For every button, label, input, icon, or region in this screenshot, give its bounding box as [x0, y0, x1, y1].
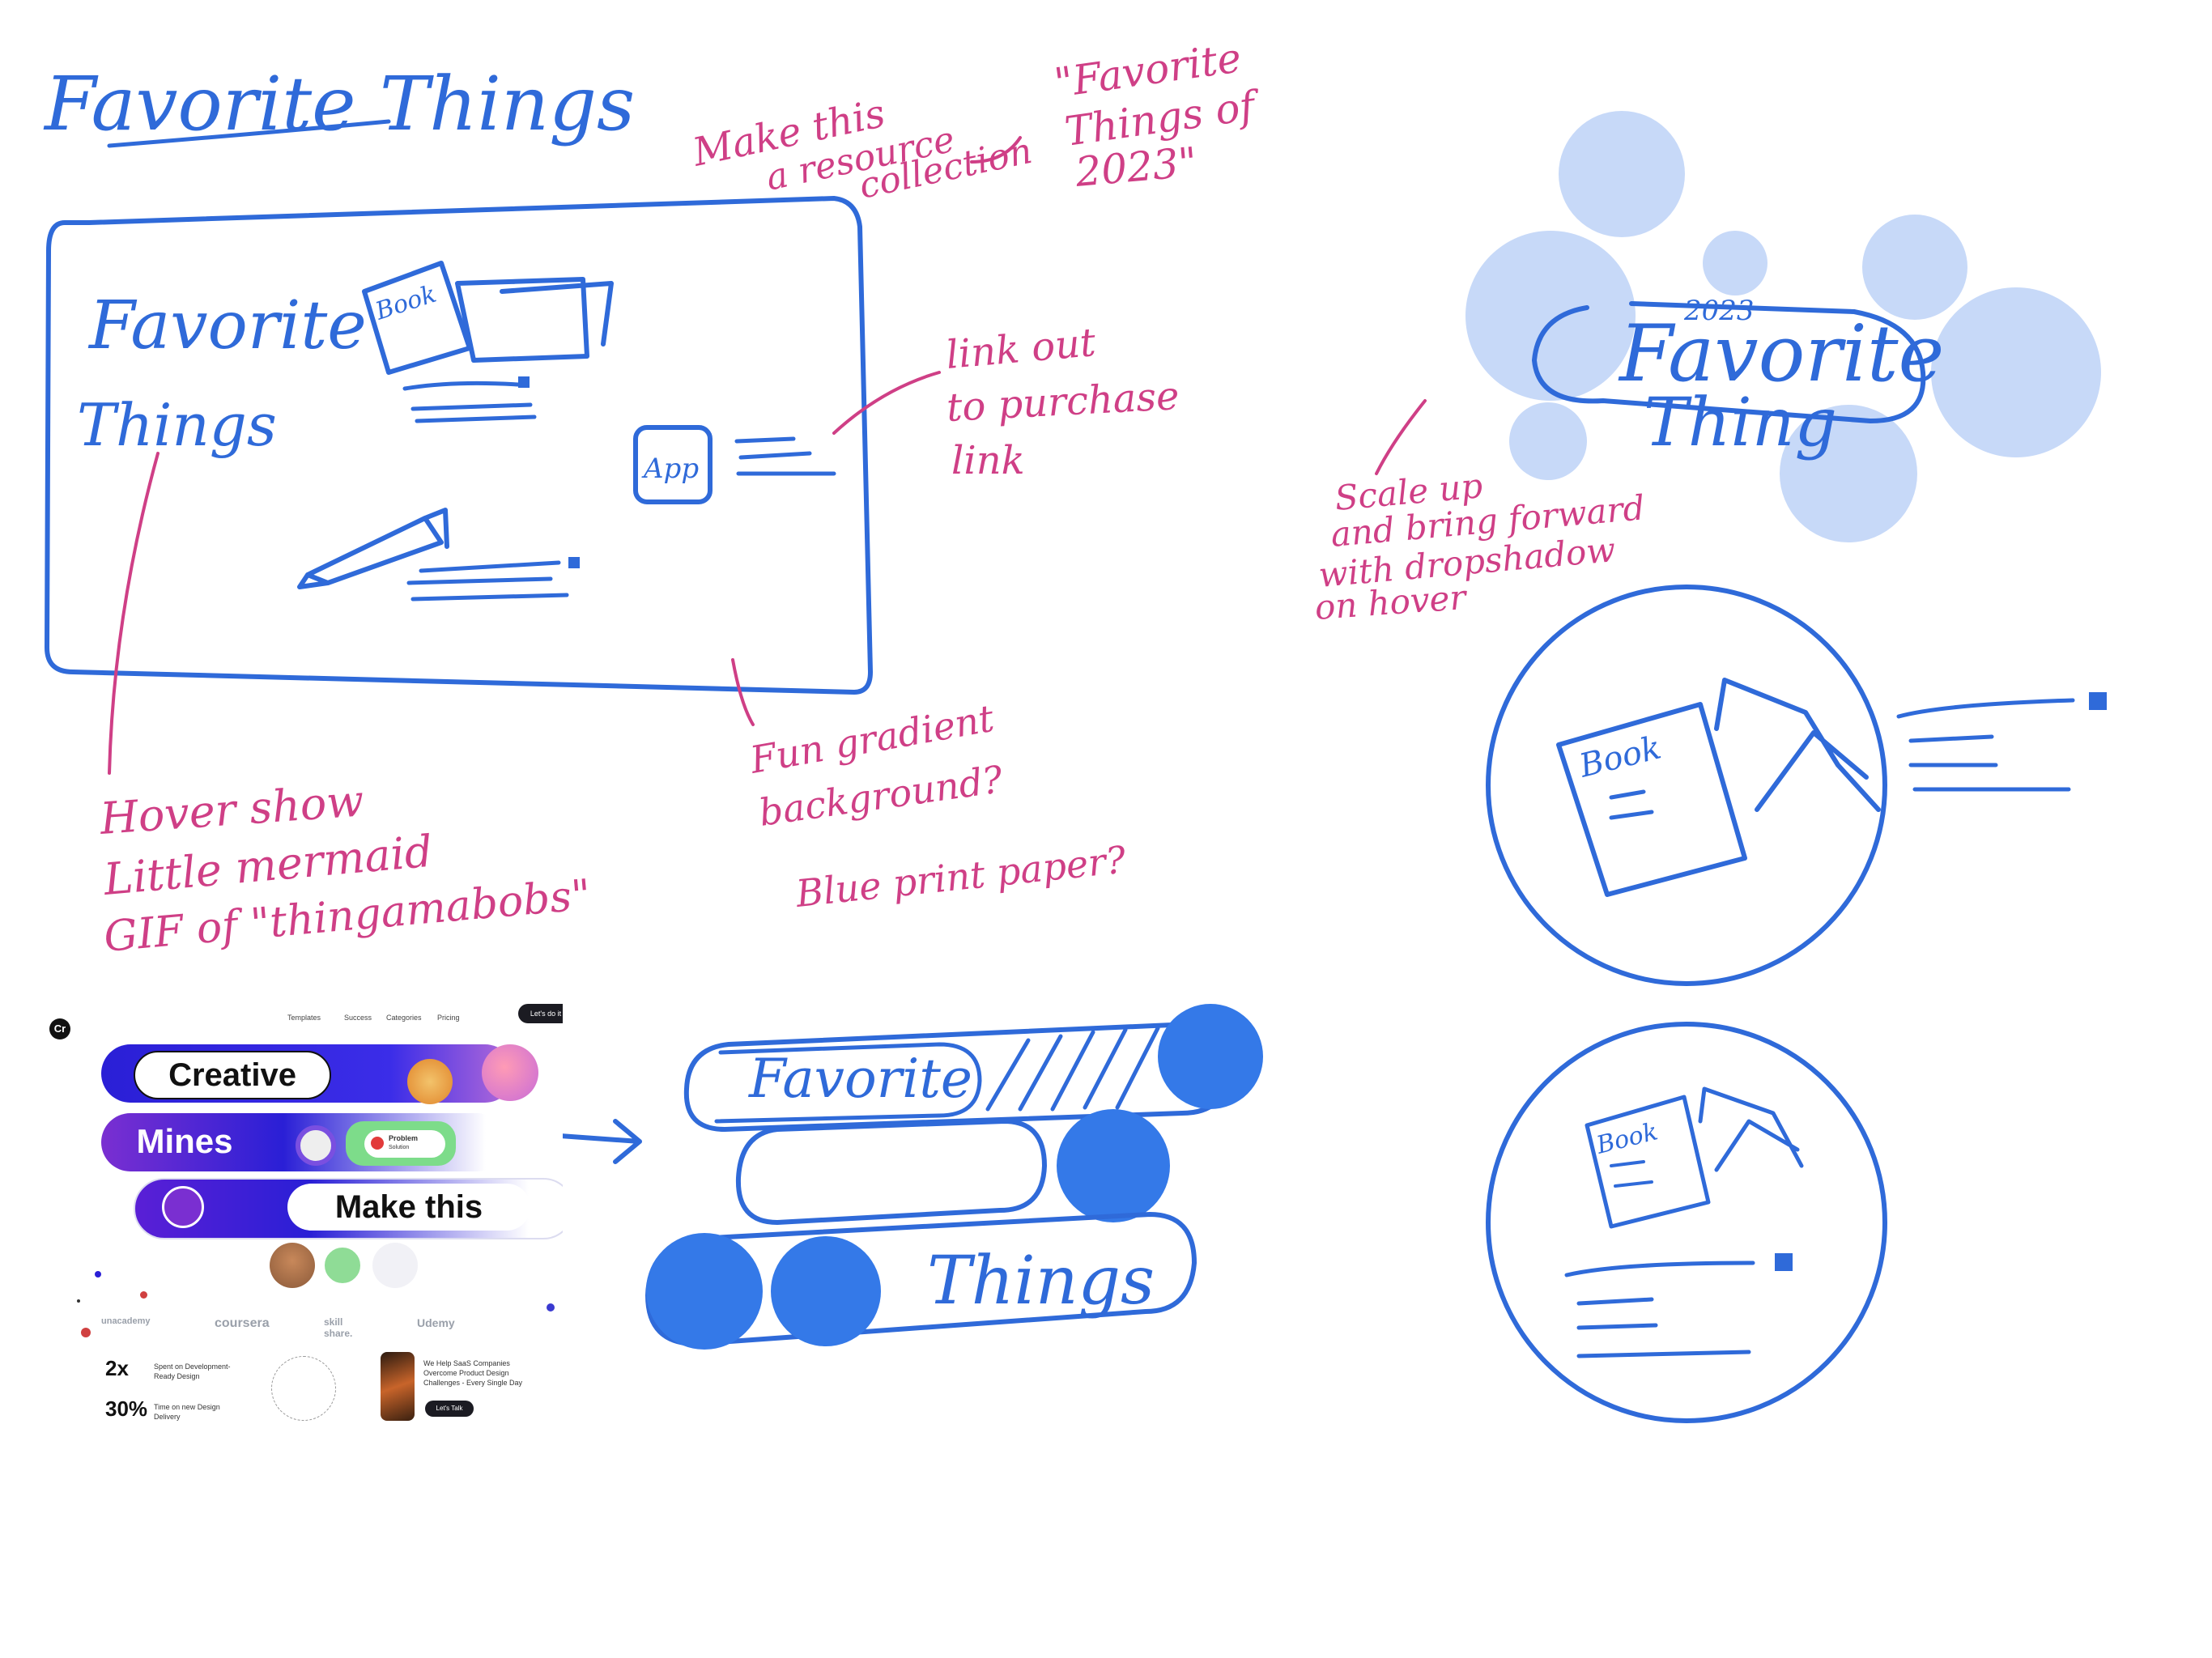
- sketch-title-line2: Things: [77, 391, 277, 459]
- hero-avatar: [270, 1243, 315, 1288]
- book-sketch-text-lines: [402, 380, 537, 423]
- pen-sketch-text-lines: [406, 560, 569, 602]
- pill-row-1-hatch: [985, 1026, 1160, 1112]
- deco-dot-5: [547, 1303, 555, 1312]
- pitch-phone-image: [381, 1352, 415, 1421]
- board-title: Favorite Things: [43, 61, 635, 147]
- pill-row-2: [735, 1119, 1047, 1225]
- circle-card-1: [1486, 585, 1887, 986]
- circle-card-1-text-lines: [1609, 789, 1654, 820]
- note-quote-line3: 2023": [1073, 138, 1199, 196]
- bubble-year: 2023: [1683, 295, 1755, 327]
- circle-card-2-book-label: Book: [1593, 1117, 1661, 1160]
- hero-tool-icon: [407, 1059, 453, 1104]
- hero-arrow-disc: [372, 1243, 418, 1288]
- note-resource-connector: [970, 136, 1022, 164]
- circle-card-2-text-lines-right: [1564, 1261, 1755, 1358]
- sketch-frame: [45, 196, 873, 695]
- pill-row-3-dot-b: [771, 1236, 881, 1346]
- app-sketch-text-lines: [734, 436, 836, 476]
- app-sketch-label: App: [641, 453, 699, 485]
- brand-unacademy: unacademy: [101, 1316, 151, 1326]
- hero-wheel-icon: [162, 1186, 204, 1228]
- hero-gradient-orb: [482, 1044, 538, 1101]
- stat-2x-text: Spent on Development-Ready Design: [154, 1363, 231, 1380]
- deco-dot-2: [77, 1299, 80, 1303]
- note-gradient-connector: [731, 658, 755, 726]
- bubble-cluster: [1465, 111, 2101, 542]
- brand-coursera: coursera: [215, 1316, 270, 1330]
- stat-2x: 2x: [105, 1356, 129, 1380]
- nav-success[interactable]: Success: [344, 1014, 372, 1022]
- pill-word-favorite: Favorite: [748, 1048, 972, 1110]
- nav-pricing[interactable]: Pricing: [437, 1014, 460, 1022]
- note-scale-connector: [1375, 399, 1427, 475]
- pill-row-1-inner: [714, 1042, 982, 1124]
- note-hover-connector: [108, 452, 160, 775]
- pill-row-2-dot: [1057, 1109, 1170, 1222]
- nav-categories[interactable]: Categories: [386, 1014, 422, 1022]
- circle-card-2-book-icon: [1585, 1095, 1711, 1229]
- hero-word-creative: Creative: [134, 1051, 331, 1099]
- note-link-line2: to purchase: [946, 373, 1180, 431]
- circle-card-1-text-lines-right: [1896, 698, 2075, 792]
- sketch-title-line1: Favorite: [87, 287, 367, 364]
- app-sketch-icon: [633, 425, 713, 504]
- bubble-pill-outline: [1532, 301, 1926, 423]
- book-sketch-cards: [455, 277, 614, 363]
- hero-word-mines: Mines: [136, 1122, 233, 1160]
- deco-dot-3: [140, 1291, 147, 1299]
- title-underline: [107, 119, 391, 148]
- note-link-connector: [832, 371, 941, 435]
- hero-word-make-this: Make this: [287, 1184, 530, 1231]
- bubble-line2: Thing: [1644, 385, 1837, 461]
- pill-row-1-dot: [1158, 1004, 1263, 1109]
- note-blueprint: Blue print paper?: [793, 837, 1129, 916]
- problem-label: Problem: [389, 1134, 419, 1142]
- reference-screenshot: Cr Templates Success Categories Pricing …: [45, 996, 563, 1433]
- pitch-text: We Help SaaS Companies Overcome Product …: [423, 1359, 523, 1387]
- circular-badge: [271, 1356, 336, 1421]
- deco-dot-4: [81, 1328, 91, 1337]
- brand-skillshare: skill share.: [324, 1316, 353, 1339]
- lets-talk-button[interactable]: Let's Talk: [425, 1401, 474, 1417]
- pill-row-3-dot-a: [646, 1233, 763, 1350]
- pill-word-things: Things: [927, 1243, 1155, 1320]
- site-logo: Cr: [49, 1018, 70, 1039]
- pen-sketch-icon: [297, 508, 449, 589]
- problem-dot: [371, 1137, 384, 1150]
- lets-do-it-button[interactable]: Let's do it: [518, 1004, 563, 1023]
- deco-dot-1: [95, 1271, 101, 1278]
- circle-card-2: [1486, 1022, 1887, 1423]
- nav-templates[interactable]: Templates: [287, 1014, 321, 1022]
- note-link-line3: link: [951, 438, 1025, 483]
- circle-card-1-image-icon: [1714, 678, 1881, 812]
- circle-card-1-book-icon: [1556, 702, 1747, 897]
- stat-30: 30%: [105, 1397, 148, 1421]
- note-link-line1: link out: [944, 320, 1098, 378]
- stat-30-text: Time on new Design Delivery: [154, 1403, 220, 1421]
- brand-udemy: Udemy: [417, 1316, 455, 1329]
- bubble-line1: Favorite: [1618, 308, 1944, 399]
- hero-toggle-dot: [296, 1125, 336, 1166]
- circle-card-2-text-lines: [1610, 1160, 1653, 1188]
- circle-card-2-image-icon: [1698, 1086, 1804, 1172]
- hero-green-ring: [320, 1243, 365, 1288]
- solution-label: Solution: [389, 1145, 410, 1150]
